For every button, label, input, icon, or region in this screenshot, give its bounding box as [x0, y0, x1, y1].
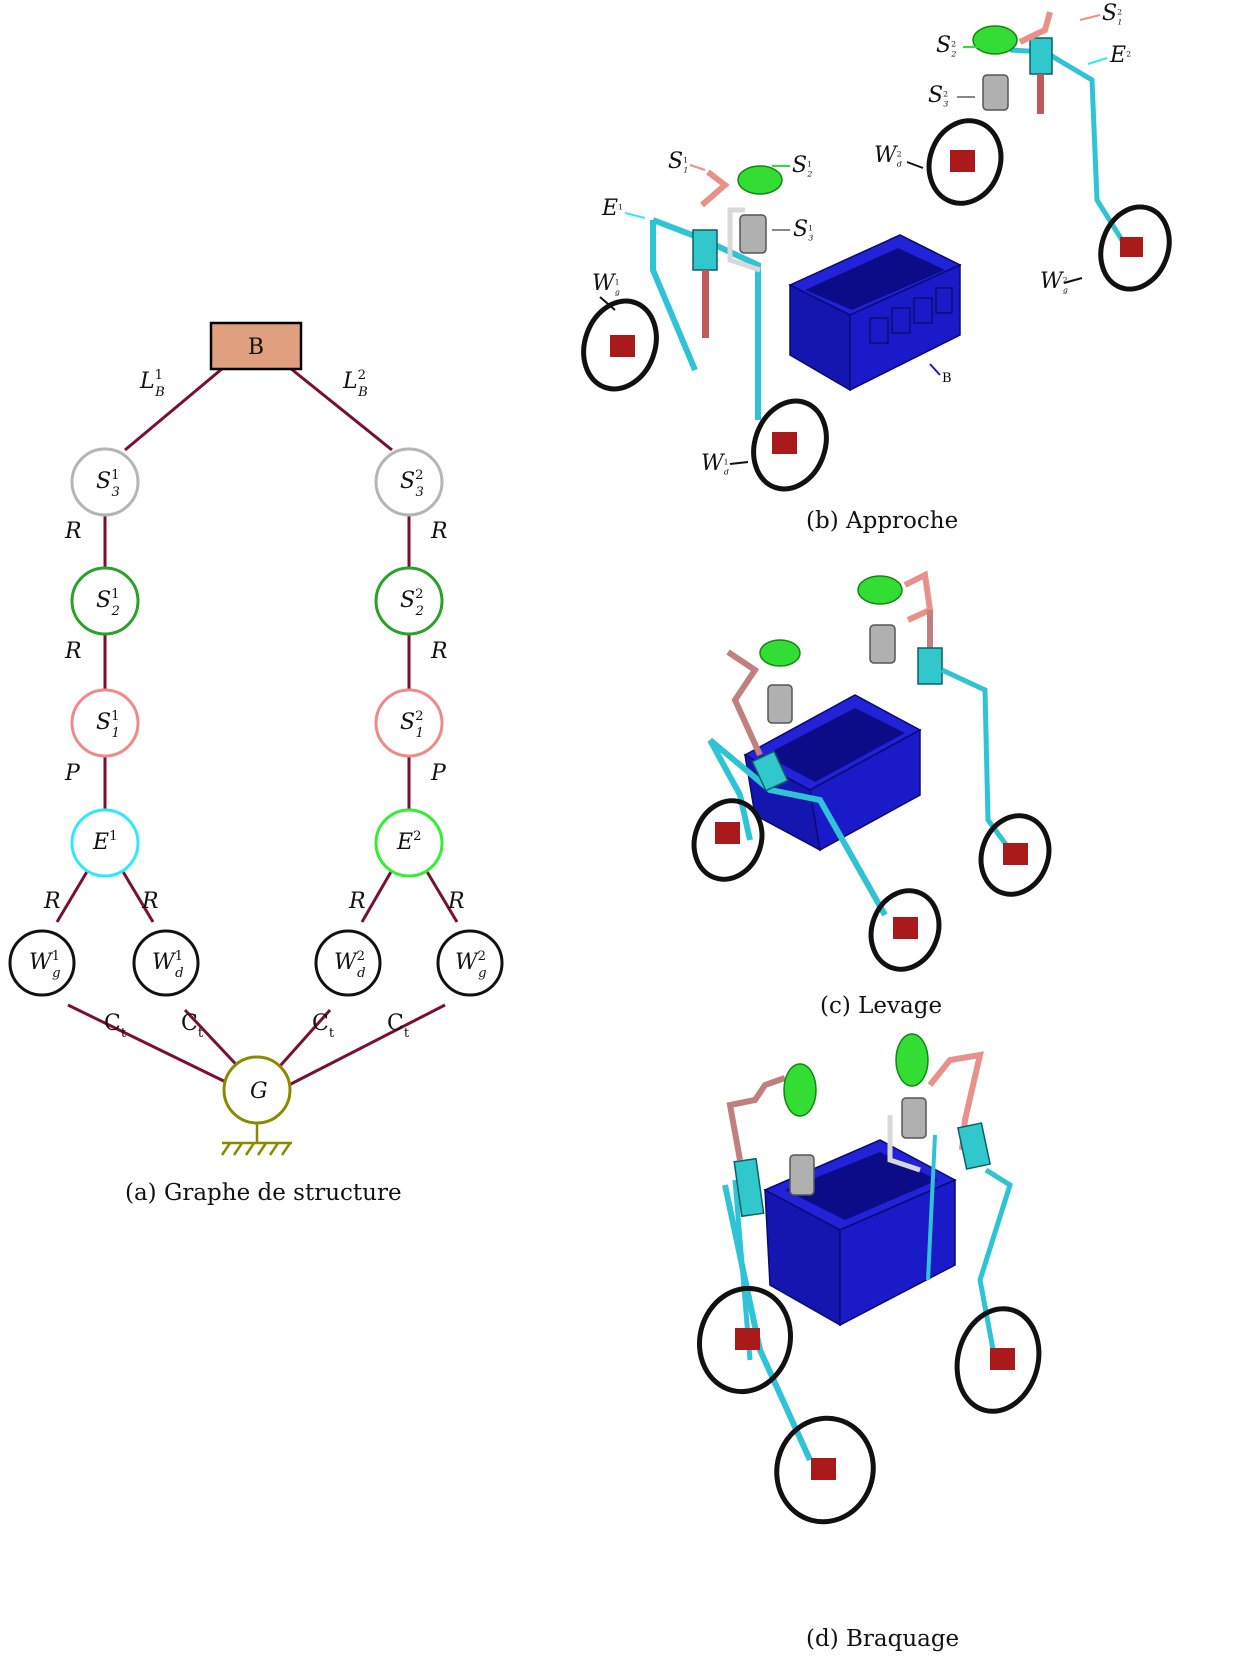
- edge-Wg2-G: [284, 1003, 446, 1089]
- node-Wd2: [314, 929, 382, 997]
- node-S22: [374, 566, 444, 636]
- edge-Wd2-G: [270, 1009, 332, 1076]
- node-E1: [70, 808, 140, 878]
- edge-E2-Wg2: [424, 869, 459, 923]
- edge-label-R-1: R: [430, 519, 448, 544]
- edge-label-Ct-1: Ct: [181, 1011, 204, 1041]
- bin-c: [743, 694, 922, 852]
- edge-label-R-3: R: [430, 639, 448, 664]
- edge-label-Ct-0: Ct: [104, 1011, 127, 1041]
- caption-c: (c) Levage: [820, 993, 943, 1019]
- edge-Wg1-G: [67, 1003, 237, 1089]
- node-Wg2: [436, 929, 504, 997]
- robot1-b: [581, 165, 829, 492]
- caption-a: (a) Graphe de structure: [125, 1180, 402, 1206]
- node-S12: [374, 688, 444, 758]
- ground-symbol: [220, 1123, 292, 1156]
- edge-label-P-left: P: [64, 761, 81, 786]
- edge-label-Ct-3: Ct: [387, 1011, 410, 1041]
- node-Wd1: [132, 929, 200, 997]
- edge-label-R-7: R: [447, 889, 465, 914]
- node-Wg1: [8, 929, 76, 997]
- robot2-b: [926, 11, 1172, 292]
- edge-label-R-6: R: [348, 889, 366, 914]
- callout-E2: E2: [1109, 43, 1131, 68]
- edge-E2-Wd2: [360, 869, 394, 923]
- node-B: [209, 321, 303, 371]
- node-S32: [374, 447, 444, 517]
- node-B-label: B: [248, 335, 264, 360]
- edge-label-R-5: R: [141, 889, 159, 914]
- edge-E1-Wd1: [120, 869, 155, 923]
- edge-label-Ct-2: Ct: [312, 1011, 335, 1041]
- node-E2: [374, 808, 444, 878]
- edge-B-S31: [124, 366, 224, 452]
- panel-d-braquage: [696, 1033, 1042, 1525]
- node-S21: [70, 566, 140, 636]
- robot-d: [696, 1033, 1042, 1525]
- node-E2-label: E2: [396, 829, 421, 855]
- panel-c-levage: [691, 570, 1052, 972]
- node-E1-label: E1: [92, 829, 117, 855]
- caption-d: (d) Braquage: [806, 1626, 960, 1652]
- node-G-label: G: [250, 1079, 268, 1104]
- bin-b: [788, 234, 962, 392]
- callout-E1: E1: [601, 196, 623, 221]
- node-S11: [70, 688, 140, 758]
- node-S31: [70, 447, 140, 517]
- edge-E1-Wg1: [55, 869, 90, 923]
- edge-label-R-0: R: [64, 519, 82, 544]
- edge-label-P-right: P: [430, 761, 447, 786]
- edge-label-R-2: R: [64, 639, 82, 664]
- bin-d: [763, 1139, 957, 1327]
- edge-B-S32: [289, 366, 393, 452]
- robot-c: [691, 570, 1052, 972]
- edge-label-R-4: R: [43, 889, 61, 914]
- caption-b: (b) Approche: [806, 508, 959, 534]
- callout-B: B: [942, 371, 952, 386]
